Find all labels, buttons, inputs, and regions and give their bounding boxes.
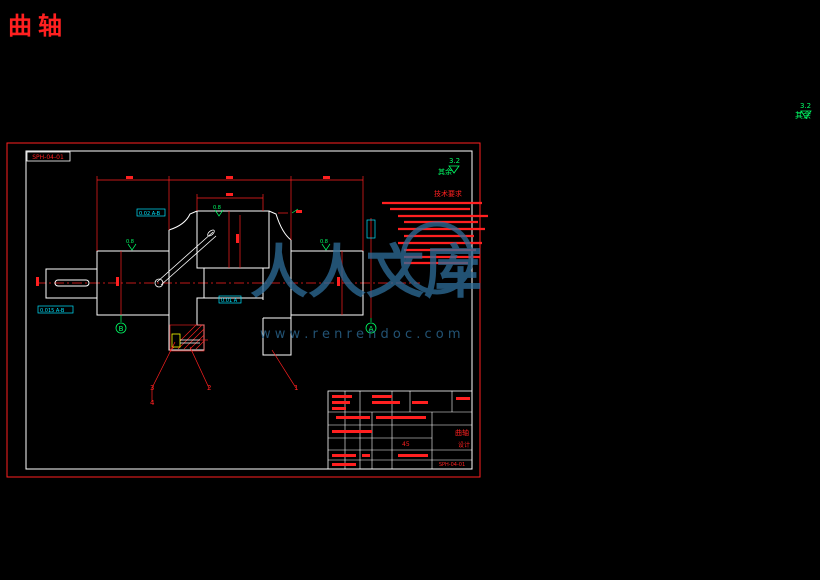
datum-a-icon [365, 322, 377, 334]
part-numbers: 1 2 3 4 [150, 384, 298, 407]
svg-text:A: A [369, 325, 374, 333]
leader-lines [151, 339, 297, 402]
svg-text:1: 1 [294, 384, 298, 392]
tolerance-frame-vertical [366, 219, 376, 239]
svg-text:0.01 A: 0.01 A [221, 298, 238, 304]
datum-markers: B A [115, 315, 377, 334]
drawing-number-box [26, 151, 71, 162]
watermark-url: w w w . r e n r e n d o c . c o m [260, 327, 461, 342]
watermark-logo-icon [400, 221, 474, 295]
datum-b-icon [115, 322, 127, 334]
tolerance-frame-2 [37, 305, 74, 314]
inner-roughness-value: 3.2 [449, 157, 460, 165]
tolerance-frames: 0.02 A-B 0.015 A-B 0.01 A [37, 208, 376, 314]
svg-text:0.015 A-B: 0.015 A-B [40, 308, 65, 314]
dimension-values [36, 176, 340, 286]
inner-roughness-label: 其余 [438, 167, 452, 176]
title-block-drawing-code: SPH-04-01 [439, 462, 465, 468]
roughness-symbol-icon [800, 110, 812, 119]
inner-roughness-symbol-icon [448, 165, 460, 174]
roughness-value: 3.2 [800, 102, 811, 110]
dimension-lines [96, 176, 372, 318]
svg-text:0.8: 0.8 [213, 205, 221, 211]
oil-passage [154, 229, 217, 288]
svg-text:2: 2 [207, 384, 211, 392]
watermark: 人人文库 w w w . r e n r e n d o c . c o m [250, 221, 482, 342]
title-block: 曲轴 设计 SPH-04-01 45 [327, 390, 473, 470]
inner-frame [25, 150, 473, 470]
svg-text:4: 4 [150, 399, 155, 407]
section-hatch [169, 324, 205, 352]
svg-text:B: B [119, 325, 124, 333]
tolerance-frame-3 [218, 295, 242, 304]
surface-marks [127, 208, 331, 251]
watermark-brand: 人人文库 [250, 238, 482, 306]
title-block-school: 设计 [458, 441, 470, 449]
crankshaft-outline [45, 210, 364, 356]
top-right-roughness: 其余 3.2 [795, 102, 812, 120]
outer-frame [6, 142, 481, 478]
tolerance-frame-1 [136, 208, 166, 217]
page-title: 曲轴 [8, 12, 68, 40]
title-block-material: 45 [402, 441, 410, 448]
tech-req-title: 技术要求 [434, 189, 462, 198]
svg-text:0.02 A-B: 0.02 A-B [139, 211, 161, 217]
svg-text:3: 3 [150, 384, 154, 392]
roughness-label: 其余 [795, 110, 811, 120]
svg-text:0.8: 0.8 [126, 239, 134, 245]
svg-text:0.8: 0.8 [320, 239, 328, 245]
inner-roughness: 其余 3.2 [438, 157, 460, 176]
surface-values: 0.8 0.8 0.8 [126, 205, 328, 245]
title-block-part-name: 曲轴 [455, 428, 469, 437]
drawing-number-tag: SPH-04-01 [32, 154, 64, 161]
